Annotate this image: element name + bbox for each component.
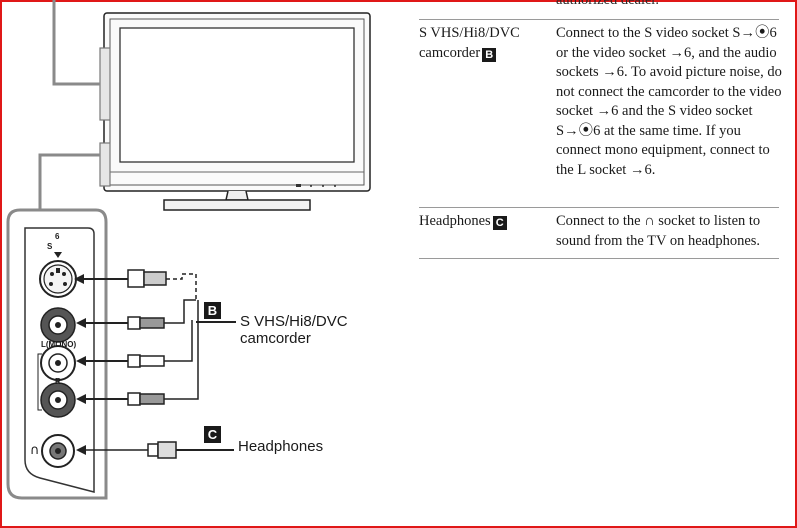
cables bbox=[74, 269, 236, 459]
panel-s-label: S bbox=[47, 242, 53, 251]
camcorder-label-line2: camcorder bbox=[240, 330, 311, 347]
side-panel bbox=[6, 208, 108, 500]
row-badge-c: C bbox=[492, 216, 507, 230]
camcorder-label: S VHS/Hi8/DVC camcorder bbox=[240, 313, 348, 347]
badge-c: C bbox=[204, 426, 221, 443]
tv-illustration bbox=[99, 12, 371, 211]
panel-r-label: R bbox=[55, 377, 61, 386]
row-desc-camcorder: Connect to the S video socket S→⦿6 or th… bbox=[556, 25, 782, 178]
row-badge-b: B bbox=[482, 47, 497, 62]
panel-number-label: 6 bbox=[55, 232, 60, 241]
row-desc-headphones: Connect to the ∩ socket to listen to sou… bbox=[556, 213, 761, 249]
headphones-label: Headphones bbox=[238, 438, 324, 455]
row-label-text: S VHS/Hi8/DVC camcorder bbox=[419, 25, 520, 61]
camcorder-label-line1: S VHS/Hi8/DVC bbox=[240, 313, 348, 330]
table-rule-top bbox=[419, 19, 779, 20]
badge-b: B bbox=[204, 302, 221, 319]
table-rule-mid bbox=[419, 207, 779, 208]
row-label-text: Headphones bbox=[419, 213, 491, 229]
headphone-icon: ∩ bbox=[30, 443, 40, 458]
panel-lmono-label: L(MONO) bbox=[41, 340, 77, 349]
callout-lines bbox=[38, 0, 100, 210]
table-rule-bottom bbox=[419, 258, 779, 259]
truncated-text: authorized dealer. bbox=[556, 0, 660, 8]
